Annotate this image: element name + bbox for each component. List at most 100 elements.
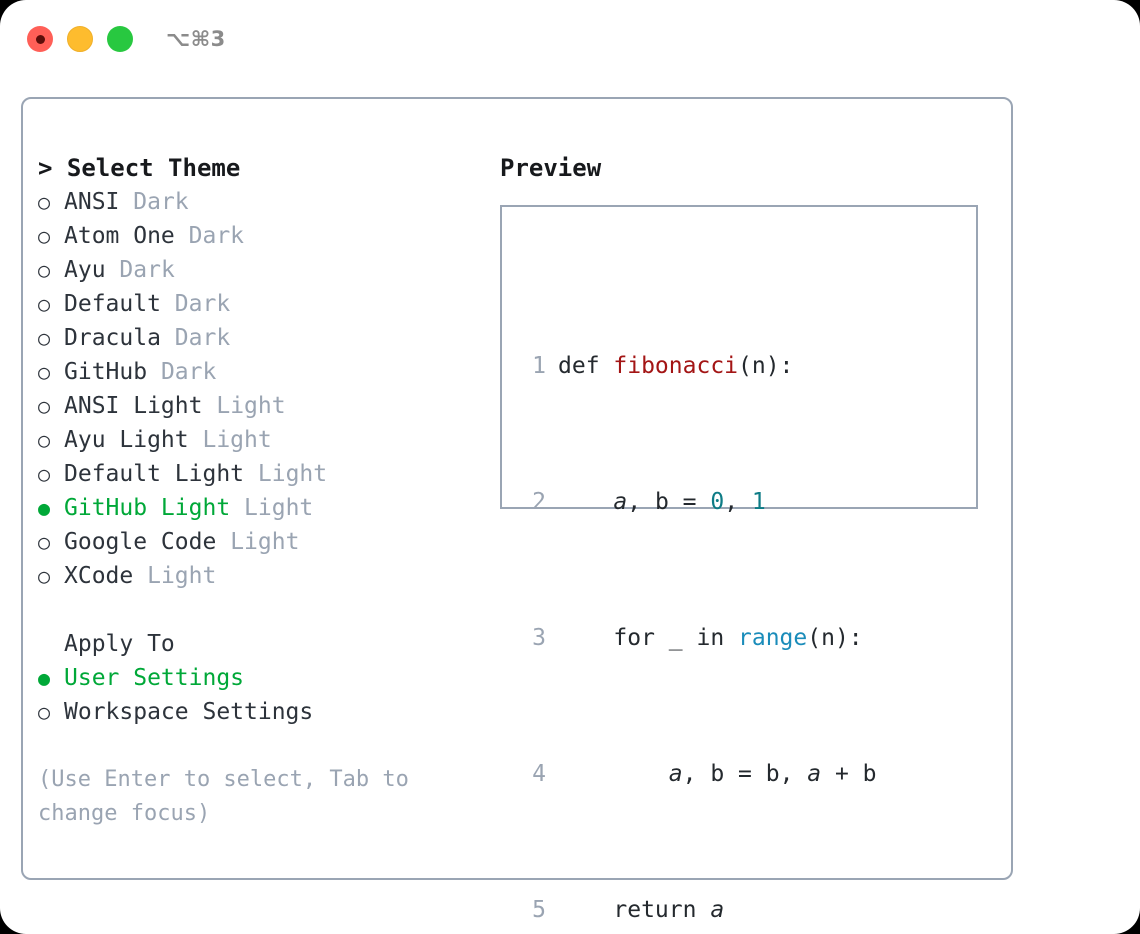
radio-icon: ○ (38, 428, 51, 452)
theme-variant: Light (230, 529, 300, 555)
code-token-variable: a (613, 489, 628, 515)
line-number: 4 (532, 761, 546, 787)
preview-heading: Preview (500, 154, 602, 182)
code-line: 2 a, b = 0, 1 (516, 485, 904, 519)
code-token-variable: a (668, 761, 683, 787)
theme-option-ayu-light[interactable]: ○ Ayu Light Light (38, 423, 488, 457)
theme-variant: Light (202, 427, 272, 453)
list-spacer (38, 593, 488, 627)
theme-name: ANSI (64, 189, 120, 215)
radio-icon: ○ (38, 224, 51, 248)
theme-variant: Dark (160, 359, 217, 385)
theme-name: Atom One (64, 223, 175, 249)
theme-option-dracula-dark[interactable]: ○ Dracula Dark (38, 321, 488, 355)
minimize-button[interactable] (67, 26, 93, 52)
preview-column: Preview (500, 151, 1000, 185)
theme-variant: Light (216, 393, 286, 419)
theme-variant: Light (147, 563, 217, 589)
theme-name: Default Light (64, 461, 245, 487)
theme-name: Dracula (64, 325, 161, 351)
code-token (558, 757, 669, 791)
radio-icon: ○ (38, 190, 51, 214)
theme-name: XCode (64, 563, 134, 589)
theme-name: Ayu Light (64, 427, 189, 453)
code-token-variable: a (807, 761, 822, 787)
code-token: + b (821, 761, 877, 787)
theme-name: Google Code (64, 529, 217, 555)
theme-name: Ayu (64, 257, 106, 283)
theme-variant: Light (257, 461, 328, 487)
radio-icon: ○ (38, 700, 51, 724)
theme-variant: Dark (119, 257, 175, 283)
code-line: 5 return a (516, 893, 904, 927)
radio-icon: ○ (38, 258, 51, 282)
code-line: 3 for _ in range(n): (516, 621, 904, 655)
theme-name: GitHub (64, 359, 148, 385)
panel-columns: > Select Theme ○ ANSI Dark ○ Atom One Dark… (23, 99, 1011, 923)
theme-variant: Dark (133, 189, 189, 215)
theme-list: ○ANSI Dark ○Atom One Dark ○Ayu Dark ○Def… (38, 185, 488, 593)
code-token (558, 485, 613, 519)
apply-to-list: ● User Settings ○ Workspace Settings (38, 661, 488, 729)
code-token-function: fibonacci (613, 353, 739, 379)
radio-icon: ○ (38, 462, 51, 486)
code-token: (n): (738, 353, 794, 379)
code-token-number: 0 (710, 489, 725, 515)
theme-option-google-code[interactable]: ○ Google Code Light (38, 525, 488, 559)
close-button[interactable] (27, 26, 53, 52)
theme-option-github-light[interactable]: ● GitHub Light Light (38, 491, 488, 525)
apply-to-heading: Apply To (38, 627, 488, 661)
theme-option-default-dark[interactable]: ○Default Dark (38, 287, 488, 321)
apply-to-label: Apply To (64, 631, 175, 657)
code-token: (n): (807, 625, 863, 651)
code-token: def (558, 353, 614, 379)
theme-variant: Dark (188, 223, 245, 249)
theme-variant: Dark (174, 325, 231, 351)
code-token: return (558, 897, 711, 923)
apply-to-option-label: User Settings (64, 665, 245, 691)
line-number: 5 (532, 897, 546, 923)
maximize-button[interactable] (107, 26, 133, 52)
line-number: 1 (532, 353, 546, 379)
code-token: for _ in (558, 625, 739, 651)
apply-to-option-label: Workspace Settings (64, 699, 314, 725)
radio-icon: ○ (38, 326, 51, 350)
line-number: 2 (532, 489, 546, 515)
code-token: , (724, 489, 752, 515)
radio-icon: ○ (38, 394, 51, 418)
keyboard-shortcut-label: ⌥⌘3 (166, 27, 226, 51)
theme-name: GitHub Light (64, 495, 231, 521)
code-token-call: range (738, 625, 808, 651)
code-token-variable: a (710, 897, 725, 923)
close-icon (35, 34, 45, 44)
radio-icon: ○ (38, 292, 51, 316)
theme-option-xcode[interactable]: ○ XCode Light (38, 559, 488, 593)
theme-variant: Light (244, 495, 314, 521)
radio-selected-icon: ● (38, 666, 51, 690)
theme-option-default-light[interactable]: ○ Default Light Light (38, 457, 488, 491)
apply-to-option-user-settings[interactable]: ● User Settings (38, 661, 488, 695)
traffic-lights (27, 26, 133, 52)
theme-picker-panel: > Select Theme ○ ANSI Dark ○ Atom One Dark… (21, 97, 1013, 923)
title-bar: ⌥⌘3 (0, 0, 1140, 78)
theme-variant: Dark (174, 291, 231, 317)
radio-icon: ○ (38, 564, 51, 588)
theme-option-ansi-light[interactable]: ○ANSI Light Light (38, 389, 488, 423)
theme-option-github-dark[interactable]: ○ GitHub Dark (38, 355, 488, 389)
theme-option-atom-one-dark[interactable]: ○ Atom One Dark (38, 219, 488, 253)
apply-to-option-workspace-settings[interactable]: ○ Workspace Settings (38, 695, 488, 729)
radio-selected-icon: ● (38, 496, 51, 520)
code-token: , b = (627, 489, 711, 515)
radio-icon: ○ (38, 360, 51, 384)
code-token-number: 1 (751, 489, 766, 515)
theme-option-ansi-dark[interactable]: ○ ANSI Dark (38, 185, 488, 219)
theme-list-column: > Select Theme ○ ANSI Dark ○ Atom One Dark… (38, 151, 488, 831)
theme-option-ayu-dark[interactable]: ○ Ayu Dark (38, 253, 488, 287)
keyboard-hint-text: (Use Enter to select, Tab to change focu… (38, 767, 423, 826)
select-theme-heading: > Select Theme (38, 154, 241, 182)
code-line: 1 def fibonacci(n): (516, 349, 904, 383)
radio-icon: ○ (38, 530, 51, 554)
line-number: 3 (532, 625, 546, 651)
